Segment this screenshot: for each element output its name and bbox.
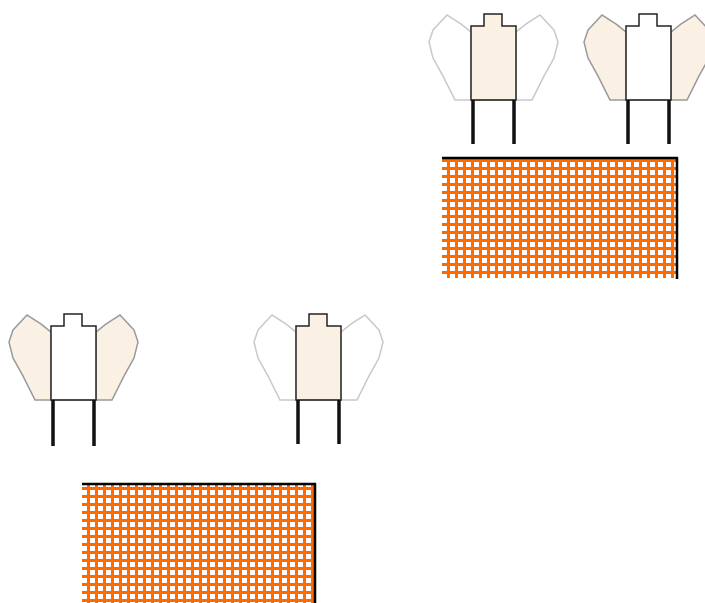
figure-torso <box>296 314 341 400</box>
figure-bottom-right <box>254 314 383 444</box>
figure-left-wing <box>584 15 626 100</box>
figure-top-right <box>584 14 705 144</box>
grid-block-top-fill <box>442 158 677 278</box>
figure-torso <box>626 14 671 100</box>
figure-right-wing <box>516 15 558 100</box>
figure-left-wing <box>254 315 296 400</box>
figure-left-wing <box>9 315 51 400</box>
figure-right-wing <box>671 15 705 100</box>
figure-bottom-left <box>9 314 138 446</box>
figure-torso <box>51 314 96 400</box>
grid-block-bottom-fill <box>82 484 315 603</box>
figure-torso <box>471 14 516 100</box>
figure-top-left <box>429 14 558 144</box>
figure-right-wing <box>96 315 138 400</box>
figure-right-wing <box>341 315 383 400</box>
figure-left-wing <box>429 15 471 100</box>
grid-block-bottom <box>82 483 316 603</box>
grid-block-top <box>442 157 678 279</box>
